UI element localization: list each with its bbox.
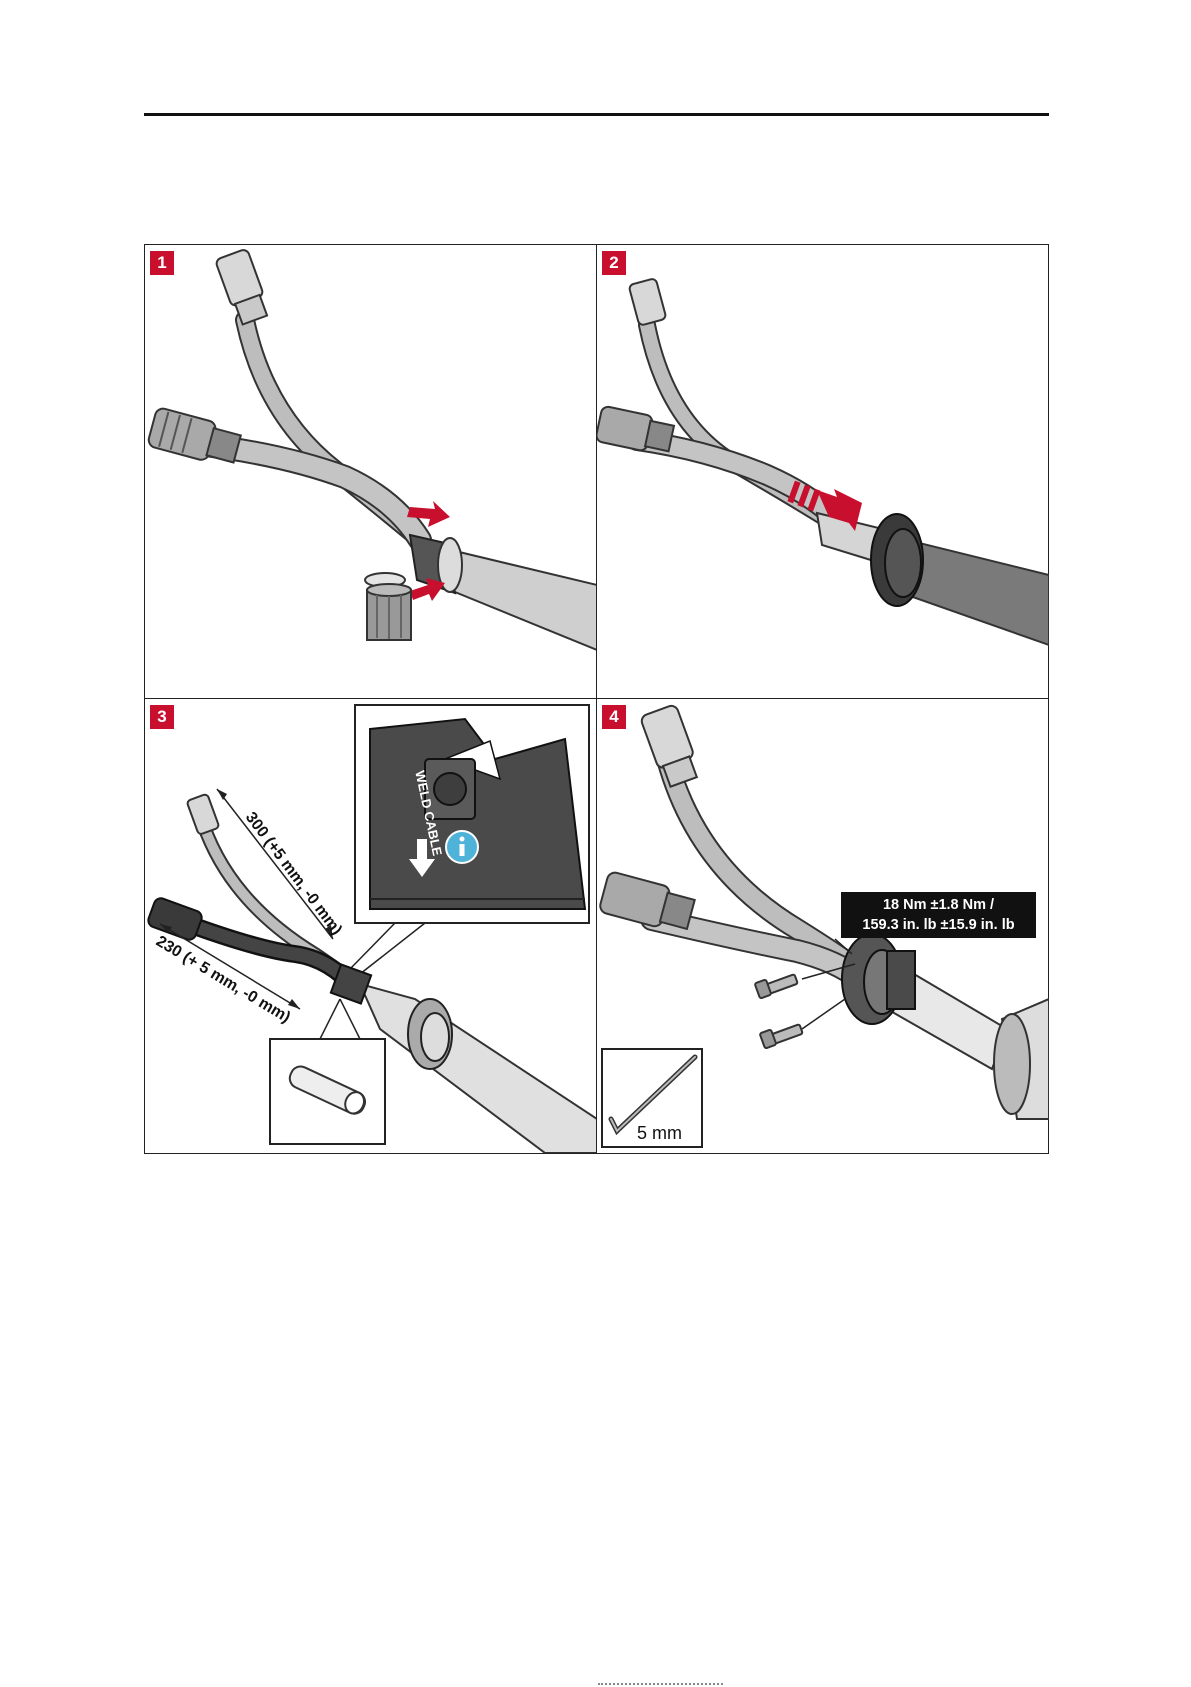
small-connector-icon (640, 704, 702, 788)
cable-gland-nut-icon (871, 514, 923, 606)
step-4-badge: 4 (602, 705, 626, 729)
trash-bin-icon (365, 573, 411, 640)
footer-rule (598, 1683, 723, 1687)
step-3-illustration: WELD CABLE (145, 699, 597, 1153)
large-connector-icon (147, 407, 242, 468)
header-rule (144, 113, 1049, 116)
housing-flange-icon (994, 999, 1049, 1119)
hex-key-tool: 5 mm (602, 1049, 702, 1147)
torque-spec-label: 18 Nm ±1.8 Nm / 159.3 in. lb ±15.9 in. l… (841, 892, 1036, 938)
large-connector-icon (598, 871, 696, 935)
torque-line-2: 159.3 in. lb ±15.9 in. lb (841, 915, 1036, 935)
small-connector-icon (629, 278, 667, 326)
cable-gland-nut-icon (408, 999, 452, 1069)
step-1-badge: 1 (150, 251, 174, 275)
sleeve-inset (270, 1039, 385, 1144)
step-2-illustration (597, 245, 1049, 699)
large-connector-icon (597, 406, 675, 457)
instruction-grid: 1 (144, 244, 1049, 1154)
screw-icon (760, 1024, 803, 1048)
small-connector-icon (186, 794, 219, 835)
small-connector-icon (215, 248, 271, 325)
svg-text:5 mm: 5 mm (637, 1123, 682, 1143)
step-2-panel: 2 (597, 245, 1049, 699)
dimension-300: 300 (+5 mm, -0 mm) (217, 789, 345, 939)
step-3-badge: 3 (150, 705, 174, 729)
step-3-panel: 3 WELD CABLE (145, 699, 597, 1153)
torque-line-1: 18 Nm ±1.8 Nm / (841, 895, 1036, 915)
large-connector-icon (146, 896, 203, 941)
svg-text:300 (+5 mm, -0 mm): 300 (+5 mm, -0 mm) (242, 809, 345, 938)
detail-inset: WELD CABLE (355, 705, 589, 923)
step-1-panel: 1 (145, 245, 597, 699)
step-1-illustration (145, 245, 597, 699)
screw-icon (755, 974, 798, 998)
info-icon (446, 831, 478, 863)
step-2-badge: 2 (602, 251, 626, 275)
step-4-panel: 4 (597, 699, 1049, 1153)
